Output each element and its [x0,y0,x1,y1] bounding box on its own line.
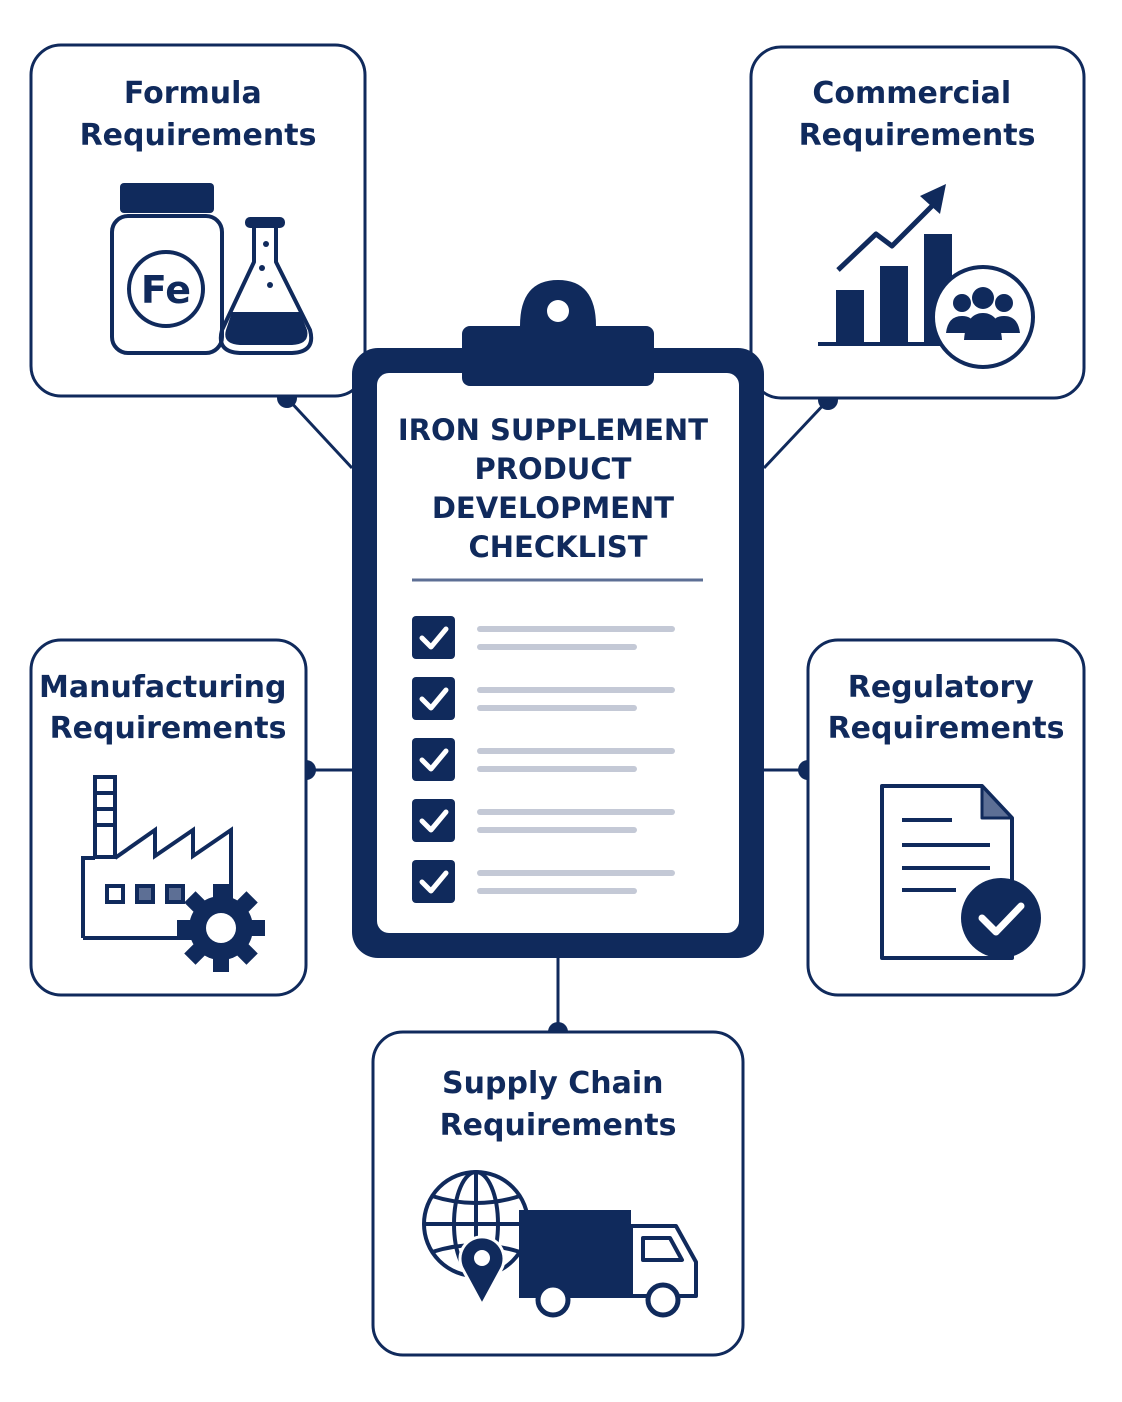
clipboard-clip [462,280,654,386]
checkbox-checked-icon [412,677,455,720]
checkmark-icon [419,809,449,833]
svg-text:Formula Requirements: Formula Requirements [80,76,317,153]
checkbox-checked-icon [412,616,455,659]
checkbox-checked-icon [412,799,455,842]
clipboard-title-line3: DEVELOPMENT [432,491,674,525]
card-manufacturing-title-line2: Requirements [50,711,287,746]
clipboard-title: IRON SUPPLEMENT PRODUCT DEVELOPMENT CHEC… [398,413,718,564]
card-formula-title-line2: Requirements [80,118,317,153]
connector-formula [285,396,354,470]
clipboard-title-line2: PRODUCT [474,452,631,486]
checkmark-icon [419,626,449,650]
card-supply-chain-title-line2: Requirements [440,1108,677,1143]
checkmark-icon [419,748,449,772]
location-pin-icon [458,1235,506,1309]
clipboard-title-line4: CHECKLIST [468,530,647,564]
connector-commercial [762,398,830,470]
card-regulatory: Regulatory Requirements [806,638,1086,997]
card-formula-title-line1: Formula [124,76,262,111]
checklist [412,616,675,903]
card-supply-chain: Supply Chain Requirements [371,1030,745,1357]
svg-text:Regulatory Requirements: Regulatory Requirements [828,670,1065,746]
growth-chart-icon [818,184,968,346]
clipboard-paper [377,373,739,933]
supplement-bottle-icon: Fe [110,183,224,355]
clipboard: IRON SUPPLEMENT PRODUCT DEVELOPMENT CHEC… [352,280,764,958]
svg-text:Supply Chain Requirement: Supply Chain Requirements [440,1066,677,1143]
flask-icon [218,217,314,355]
clipboard-title-line1: IRON SUPPLEMENT [398,413,708,447]
card-commercial: Commercial Requirements [749,45,1086,400]
delivery-truck-icon [519,1210,698,1318]
card-manufacturing: Manufacturing Requirements [29,638,308,997]
checkmark-icon [419,687,449,711]
svg-text:Commercial Requirements: Commercial Requirements [799,76,1036,153]
checklist-row [412,616,675,659]
checkmark-icon [419,870,449,894]
checklist-row [412,799,675,842]
card-supply-chain-title-line1: Supply Chain [442,1066,663,1101]
card-commercial-title-line1: Commercial [812,76,1011,111]
card-manufacturing-title-line1: Manufacturing [39,670,287,705]
card-formula: Formula Requirements Fe [29,43,367,398]
fe-label: Fe [141,268,191,312]
team-icon [931,265,1035,369]
checklist-row [412,738,675,781]
gear-icon [177,884,265,972]
checklist-row [412,860,675,903]
card-regulatory-title-line1: Regulatory [848,670,1035,705]
card-regulatory-title-line2: Requirements [828,711,1065,746]
checkbox-checked-icon [412,738,455,781]
svg-text:Manufacturing Requiremen: Manufacturing Requirements [39,670,297,746]
card-formula-border [29,43,367,398]
checkbox-checked-icon [412,860,455,903]
checklist-row [412,677,675,720]
approval-check-icon [961,878,1041,958]
card-commercial-title-line2: Requirements [799,118,1036,153]
